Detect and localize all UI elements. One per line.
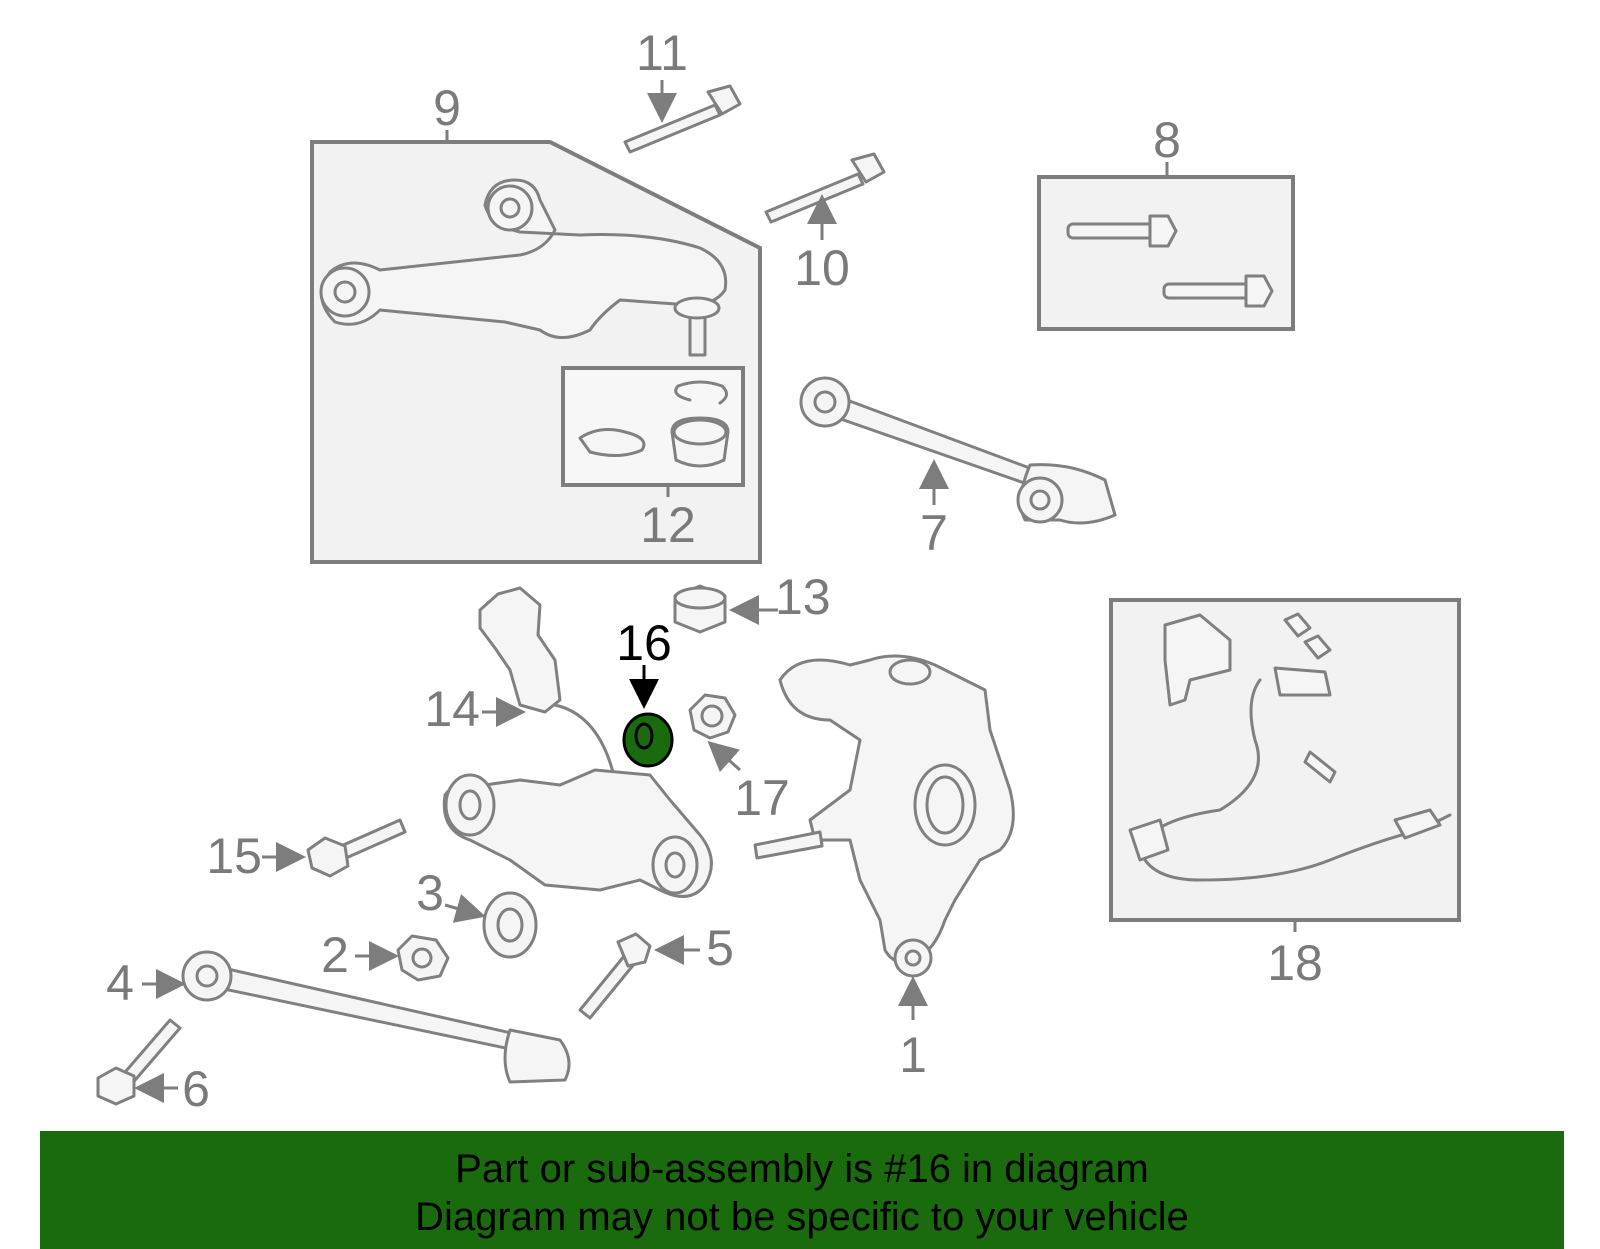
callout-15: 15 (206, 828, 262, 884)
part-16-bushing-highlighted[interactable] (622, 712, 674, 768)
harness-clip-b (1303, 634, 1332, 660)
differential-assembly[interactable] (442, 768, 713, 898)
bolt-8a[interactable] (1066, 222, 1158, 240)
knuckle-1[interactable] (753, 654, 1015, 978)
bolt-8b[interactable] (1162, 282, 1254, 300)
callout-10: 10 (794, 240, 850, 296)
harness-wire (1138, 678, 1452, 882)
callout-14: 14 (424, 681, 480, 737)
upper-control-arm[interactable] (319, 178, 728, 339)
arm-bushing-left-inner (333, 280, 357, 304)
bolt-11[interactable] (623, 84, 742, 154)
nut-17[interactable] (688, 693, 737, 740)
callout-7: 7 (920, 505, 948, 561)
bolt-5[interactable] (578, 932, 652, 1020)
lateral-link-7[interactable] (799, 376, 1117, 525)
lower-link-4[interactable] (181, 950, 571, 1084)
callout-11: 11 (636, 25, 688, 81)
harness-mid-plug (1128, 818, 1170, 862)
callout-13: 13 (775, 569, 831, 625)
callout-16: 16 (616, 615, 672, 671)
callout-5: 5 (706, 920, 734, 976)
callout-6: 6 (182, 1061, 210, 1117)
nut-13[interactable] (673, 584, 727, 634)
bolt-6[interactable] (96, 1018, 182, 1106)
harness-clip-a (1283, 612, 1312, 638)
snap-ring (674, 380, 728, 405)
harness-connector (1273, 666, 1332, 697)
callout-4: 4 (106, 955, 134, 1011)
callout-2: 2 (321, 927, 349, 983)
callout-9: 9 (433, 80, 461, 136)
ball-joint-stud (688, 303, 707, 357)
callout-18: 18 (1267, 935, 1323, 991)
callout-arrows (134, 80, 1297, 1103)
abs-sensor-14[interactable] (478, 586, 617, 782)
banner-line-2: Diagram may not be specific to your vehi… (415, 1195, 1189, 1239)
callout-12: 12 (640, 497, 696, 553)
ball-joint (673, 296, 721, 320)
callout-3: 3 (416, 865, 444, 921)
banner-line-1: Part or sub-assembly is #16 in diagram (455, 1147, 1149, 1191)
upper-control-arm-group (310, 140, 762, 564)
mount-3[interactable] (482, 891, 538, 959)
boot-seal-top (672, 418, 728, 446)
bolt-8a-head (1148, 214, 1178, 248)
harness-bolt (1303, 750, 1337, 784)
harness-bracket (1163, 613, 1232, 707)
arm-bushing-top-inner (499, 197, 521, 219)
sensor-harness-group (1109, 598, 1461, 922)
bolt-10[interactable] (764, 152, 886, 224)
info-banner: Part or sub-assembly is #16 in diagram D… (40, 1131, 1564, 1249)
callout-1: 1 (899, 1027, 927, 1083)
nut-2[interactable] (396, 934, 450, 982)
retainer-plate (578, 428, 646, 457)
bolt-15[interactable] (306, 818, 407, 878)
bolts-kit-group (1037, 175, 1295, 331)
callout-8: 8 (1153, 112, 1181, 168)
callout-17: 17 (734, 770, 790, 826)
bolt-8b-head (1244, 274, 1274, 308)
harness-end-plug (1393, 808, 1442, 840)
